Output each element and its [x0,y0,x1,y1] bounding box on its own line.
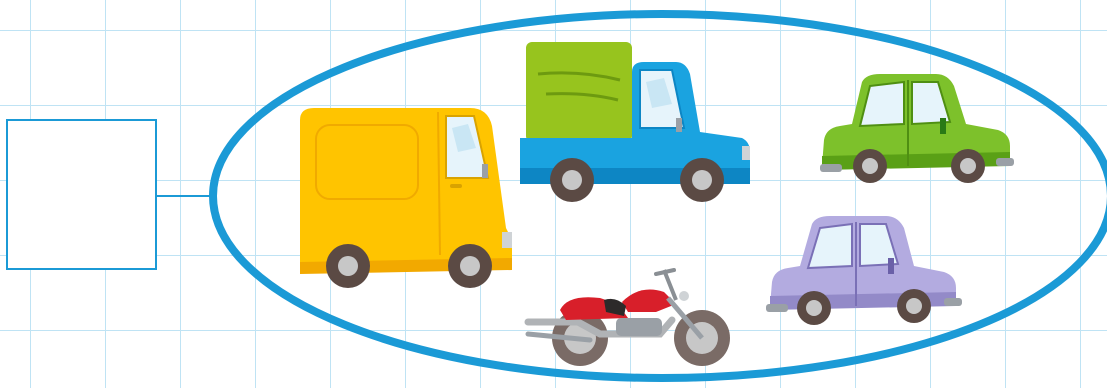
purple-car-icon [766,216,962,325]
green-car-icon [820,74,1014,183]
van-icon [300,108,512,288]
pickup-truck-icon [520,42,750,202]
motorcycle-icon [528,270,730,366]
